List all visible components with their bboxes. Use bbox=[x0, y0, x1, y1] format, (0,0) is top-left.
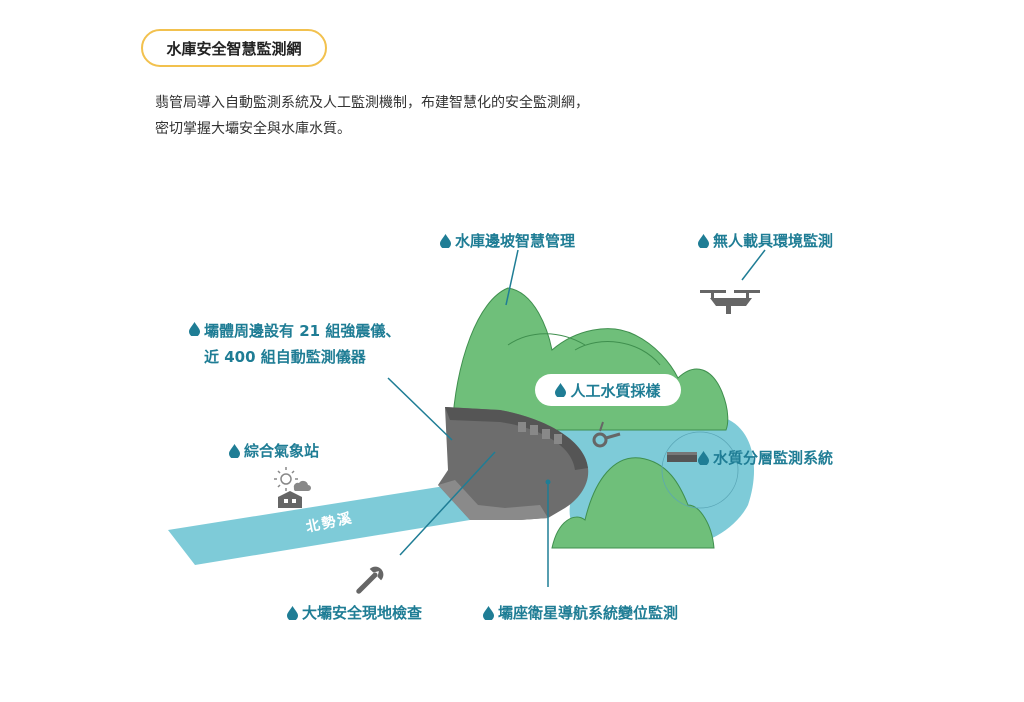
leader-line bbox=[505, 249, 519, 306]
label-water-sampling: 人工水質採樣 bbox=[535, 374, 681, 406]
label-text: 水質分層監測系統 bbox=[713, 449, 834, 467]
page-title: 水庫安全智慧監測網 bbox=[141, 29, 327, 67]
mountain bbox=[551, 457, 715, 549]
label-uav-monitoring: 無人載具環境監測 bbox=[698, 230, 833, 251]
water-sampler-icon bbox=[592, 421, 621, 448]
label-gnss-monitoring: 壩座衛星導航系統變位監測 bbox=[483, 602, 678, 623]
label-text: 人工水質採樣 bbox=[570, 381, 661, 400]
river bbox=[168, 475, 510, 565]
intro-line: 密切掌握大壩安全與水庫水質。 bbox=[155, 121, 351, 137]
label-layered-monitoring: 水質分層監測系統 bbox=[698, 447, 833, 468]
drone-icon bbox=[700, 290, 760, 314]
label-text: 壩座衛星導航系統變位監測 bbox=[498, 604, 679, 622]
label-text: 近 400 組自動監測儀器 bbox=[204, 348, 366, 366]
label-seismic-instruments: 壩體周邊設有 21 組強震儀、 近 400 組自動監測儀器 bbox=[189, 318, 400, 370]
label-weather-station: 綜合氣象站 bbox=[229, 440, 319, 461]
leader-line bbox=[387, 377, 453, 441]
dam-spillway bbox=[438, 480, 548, 520]
dam-window bbox=[530, 425, 538, 435]
water-drop-icon bbox=[698, 450, 709, 465]
label-text: 無人載具環境監測 bbox=[713, 232, 834, 250]
mountain-ridge bbox=[574, 341, 661, 366]
label-slope-management: 水庫邊坡智慧管理 bbox=[440, 230, 575, 251]
water-drop-icon bbox=[229, 443, 240, 458]
label-text: 壩體周邊設有 21 組強震儀、 bbox=[204, 322, 401, 340]
leader-line-end bbox=[545, 479, 551, 485]
water-drop-icon bbox=[555, 383, 567, 397]
water-drop-icon bbox=[189, 322, 200, 336]
mountain-ridge bbox=[507, 333, 586, 346]
leader-line bbox=[399, 451, 496, 556]
dam-window bbox=[554, 434, 562, 444]
intro-text: 翡管局導入自動監測系統及人工監測機制，布建智慧化的安全監測網， 密切掌握大壩安全… bbox=[155, 90, 795, 142]
label-text: 水庫邊坡智慧管理 bbox=[455, 232, 576, 250]
water-drop-icon bbox=[440, 233, 451, 248]
wrench-icon bbox=[356, 566, 384, 594]
water-drop-icon bbox=[698, 233, 709, 248]
leader-line bbox=[741, 249, 766, 281]
dam-window bbox=[542, 429, 550, 439]
layered-sensor-icon bbox=[667, 452, 697, 462]
intro-line: 翡管局導入自動監測系統及人工監測機制，布建智慧化的安全監測網， bbox=[155, 95, 589, 111]
water-drop-icon bbox=[483, 605, 494, 620]
label-text: 綜合氣象站 bbox=[244, 442, 320, 460]
monitoring-range-ring bbox=[661, 431, 739, 509]
water-drop-icon bbox=[287, 605, 298, 620]
mountain bbox=[451, 287, 729, 431]
label-dam-inspection: 大壩安全現地檢查 bbox=[287, 602, 422, 623]
weather-station-icon bbox=[274, 467, 311, 508]
dam-window bbox=[518, 422, 526, 432]
label-text: 大壩安全現地檢查 bbox=[302, 604, 423, 622]
